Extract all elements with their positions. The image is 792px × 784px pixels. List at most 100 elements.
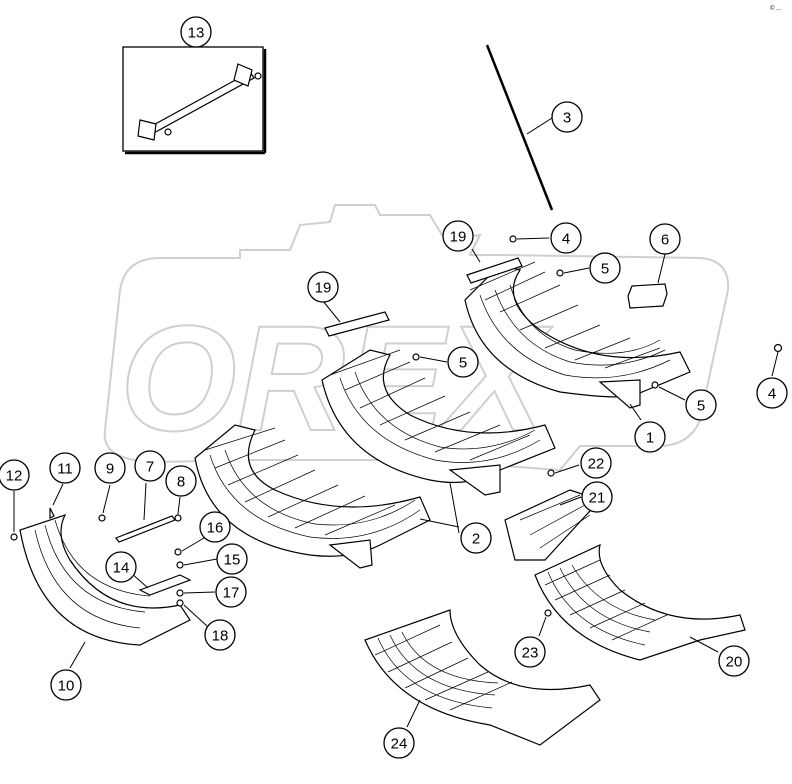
part-4-bolt-upper: [509, 235, 517, 243]
callout-21: 21: [581, 481, 613, 513]
callout-label: 13: [188, 25, 205, 42]
callout-circle: [134, 450, 166, 482]
part-8-bolt: [174, 514, 182, 522]
callout-3: 3: [551, 101, 583, 133]
corner-mark: © ...: [770, 5, 781, 12]
callout-circle: [550, 222, 582, 254]
callout-4: 4: [756, 377, 788, 409]
part-5-nut-b: [412, 353, 420, 361]
part-7-bar: [115, 515, 176, 543]
callout-label: 5: [601, 261, 609, 278]
callout-label: 4: [562, 231, 570, 248]
callout-circle: [165, 465, 197, 497]
part-3-rod: [485, 44, 554, 211]
callout-label: 20: [726, 654, 743, 671]
callout-13: 13: [180, 16, 212, 48]
callout-label: 10: [58, 678, 75, 695]
callout-20: 20: [718, 645, 750, 677]
part-20-grate: [534, 543, 746, 661]
callout-label: 22: [588, 456, 605, 473]
callout-15: 15: [216, 543, 248, 575]
callout-11: 11: [49, 452, 81, 484]
callout-1: 1: [634, 421, 666, 453]
concave-section-1: [464, 261, 691, 409]
callout-label: 17: [223, 585, 240, 602]
callout-circle: [756, 377, 788, 409]
callout-18: 18: [204, 619, 236, 651]
callout-label: 1: [646, 430, 654, 447]
part-5-nut-a: [556, 269, 564, 277]
part-19-strip-lower: [324, 311, 390, 337]
callout-19: 19: [442, 220, 474, 252]
callout-24: 24: [383, 727, 415, 759]
callout-6: 6: [649, 223, 681, 255]
callout-circle: [580, 447, 612, 479]
part-14-plate: [138, 574, 192, 596]
callout-22: 22: [580, 447, 612, 479]
callout-4: 4: [550, 222, 582, 254]
callout-9: 9: [94, 452, 126, 484]
concave-section-2-middle: [321, 349, 556, 496]
callout-2: 2: [460, 522, 492, 554]
callout-10: 10: [50, 669, 82, 701]
part-15-spacer: [176, 561, 184, 569]
part-17-washer: [176, 589, 184, 597]
part-11-bolt: [49, 507, 55, 519]
callout-label: 19: [315, 280, 332, 297]
callout-14: 14: [105, 551, 137, 583]
callout-23: 23: [514, 636, 546, 668]
callout-label: 4: [768, 386, 776, 403]
callout-label: 2: [472, 531, 480, 548]
callout-label: 9: [106, 461, 114, 478]
part-13-inset: [122, 46, 267, 155]
callout-label: 11: [57, 461, 73, 478]
callout-16: 16: [199, 511, 231, 543]
callout-label: 21: [589, 490, 606, 507]
callout-circle: [199, 511, 231, 543]
callout-circle: [718, 645, 750, 677]
callout-circle: [514, 636, 546, 668]
callout-circle: [105, 551, 137, 583]
callout-label: 8: [177, 474, 185, 491]
part-19-strip-upper: [466, 257, 523, 284]
callout-circle: [49, 452, 81, 484]
part-24-grate: [364, 609, 601, 746]
callout-label: 5: [697, 398, 705, 415]
part-5-nut-c: [651, 381, 659, 389]
part-6-bracket: [627, 283, 668, 309]
callout-label: 18: [212, 628, 229, 645]
callout-7: 7: [134, 450, 166, 482]
callout-label: 24: [391, 736, 408, 753]
callout-circle: [589, 252, 621, 284]
callout-label: 6: [661, 232, 669, 249]
callout-circle: [307, 271, 339, 303]
callout-circle: [460, 522, 492, 554]
part-4-bolt-right: [773, 343, 783, 353]
callout-circle: [0, 459, 30, 491]
callout-8: 8: [165, 465, 197, 497]
callout-circle: [180, 16, 212, 48]
concave-section-2-front: [194, 424, 431, 569]
part-10-plate: [19, 513, 191, 646]
callout-label: 5: [459, 355, 467, 372]
callout-label: 12: [6, 468, 23, 485]
callout-circle: [649, 223, 681, 255]
callout-circle: [581, 481, 613, 513]
part-18-nut: [176, 599, 184, 607]
part-22-bolt: [547, 469, 555, 477]
callout-circle: [94, 452, 126, 484]
callout-label: 3: [563, 110, 571, 127]
callout-5: 5: [447, 346, 479, 378]
callout-label: 23: [522, 645, 539, 662]
callout-circle: [442, 220, 474, 252]
callout-circle: [383, 727, 415, 759]
callout-17: 17: [215, 576, 247, 608]
callout-circle: [447, 346, 479, 378]
callout-circle: [204, 619, 236, 651]
callout-label: 15: [224, 552, 241, 569]
callout-circle: [634, 421, 666, 453]
callout-12: 12: [0, 459, 30, 491]
callout-19: 19: [307, 271, 339, 303]
